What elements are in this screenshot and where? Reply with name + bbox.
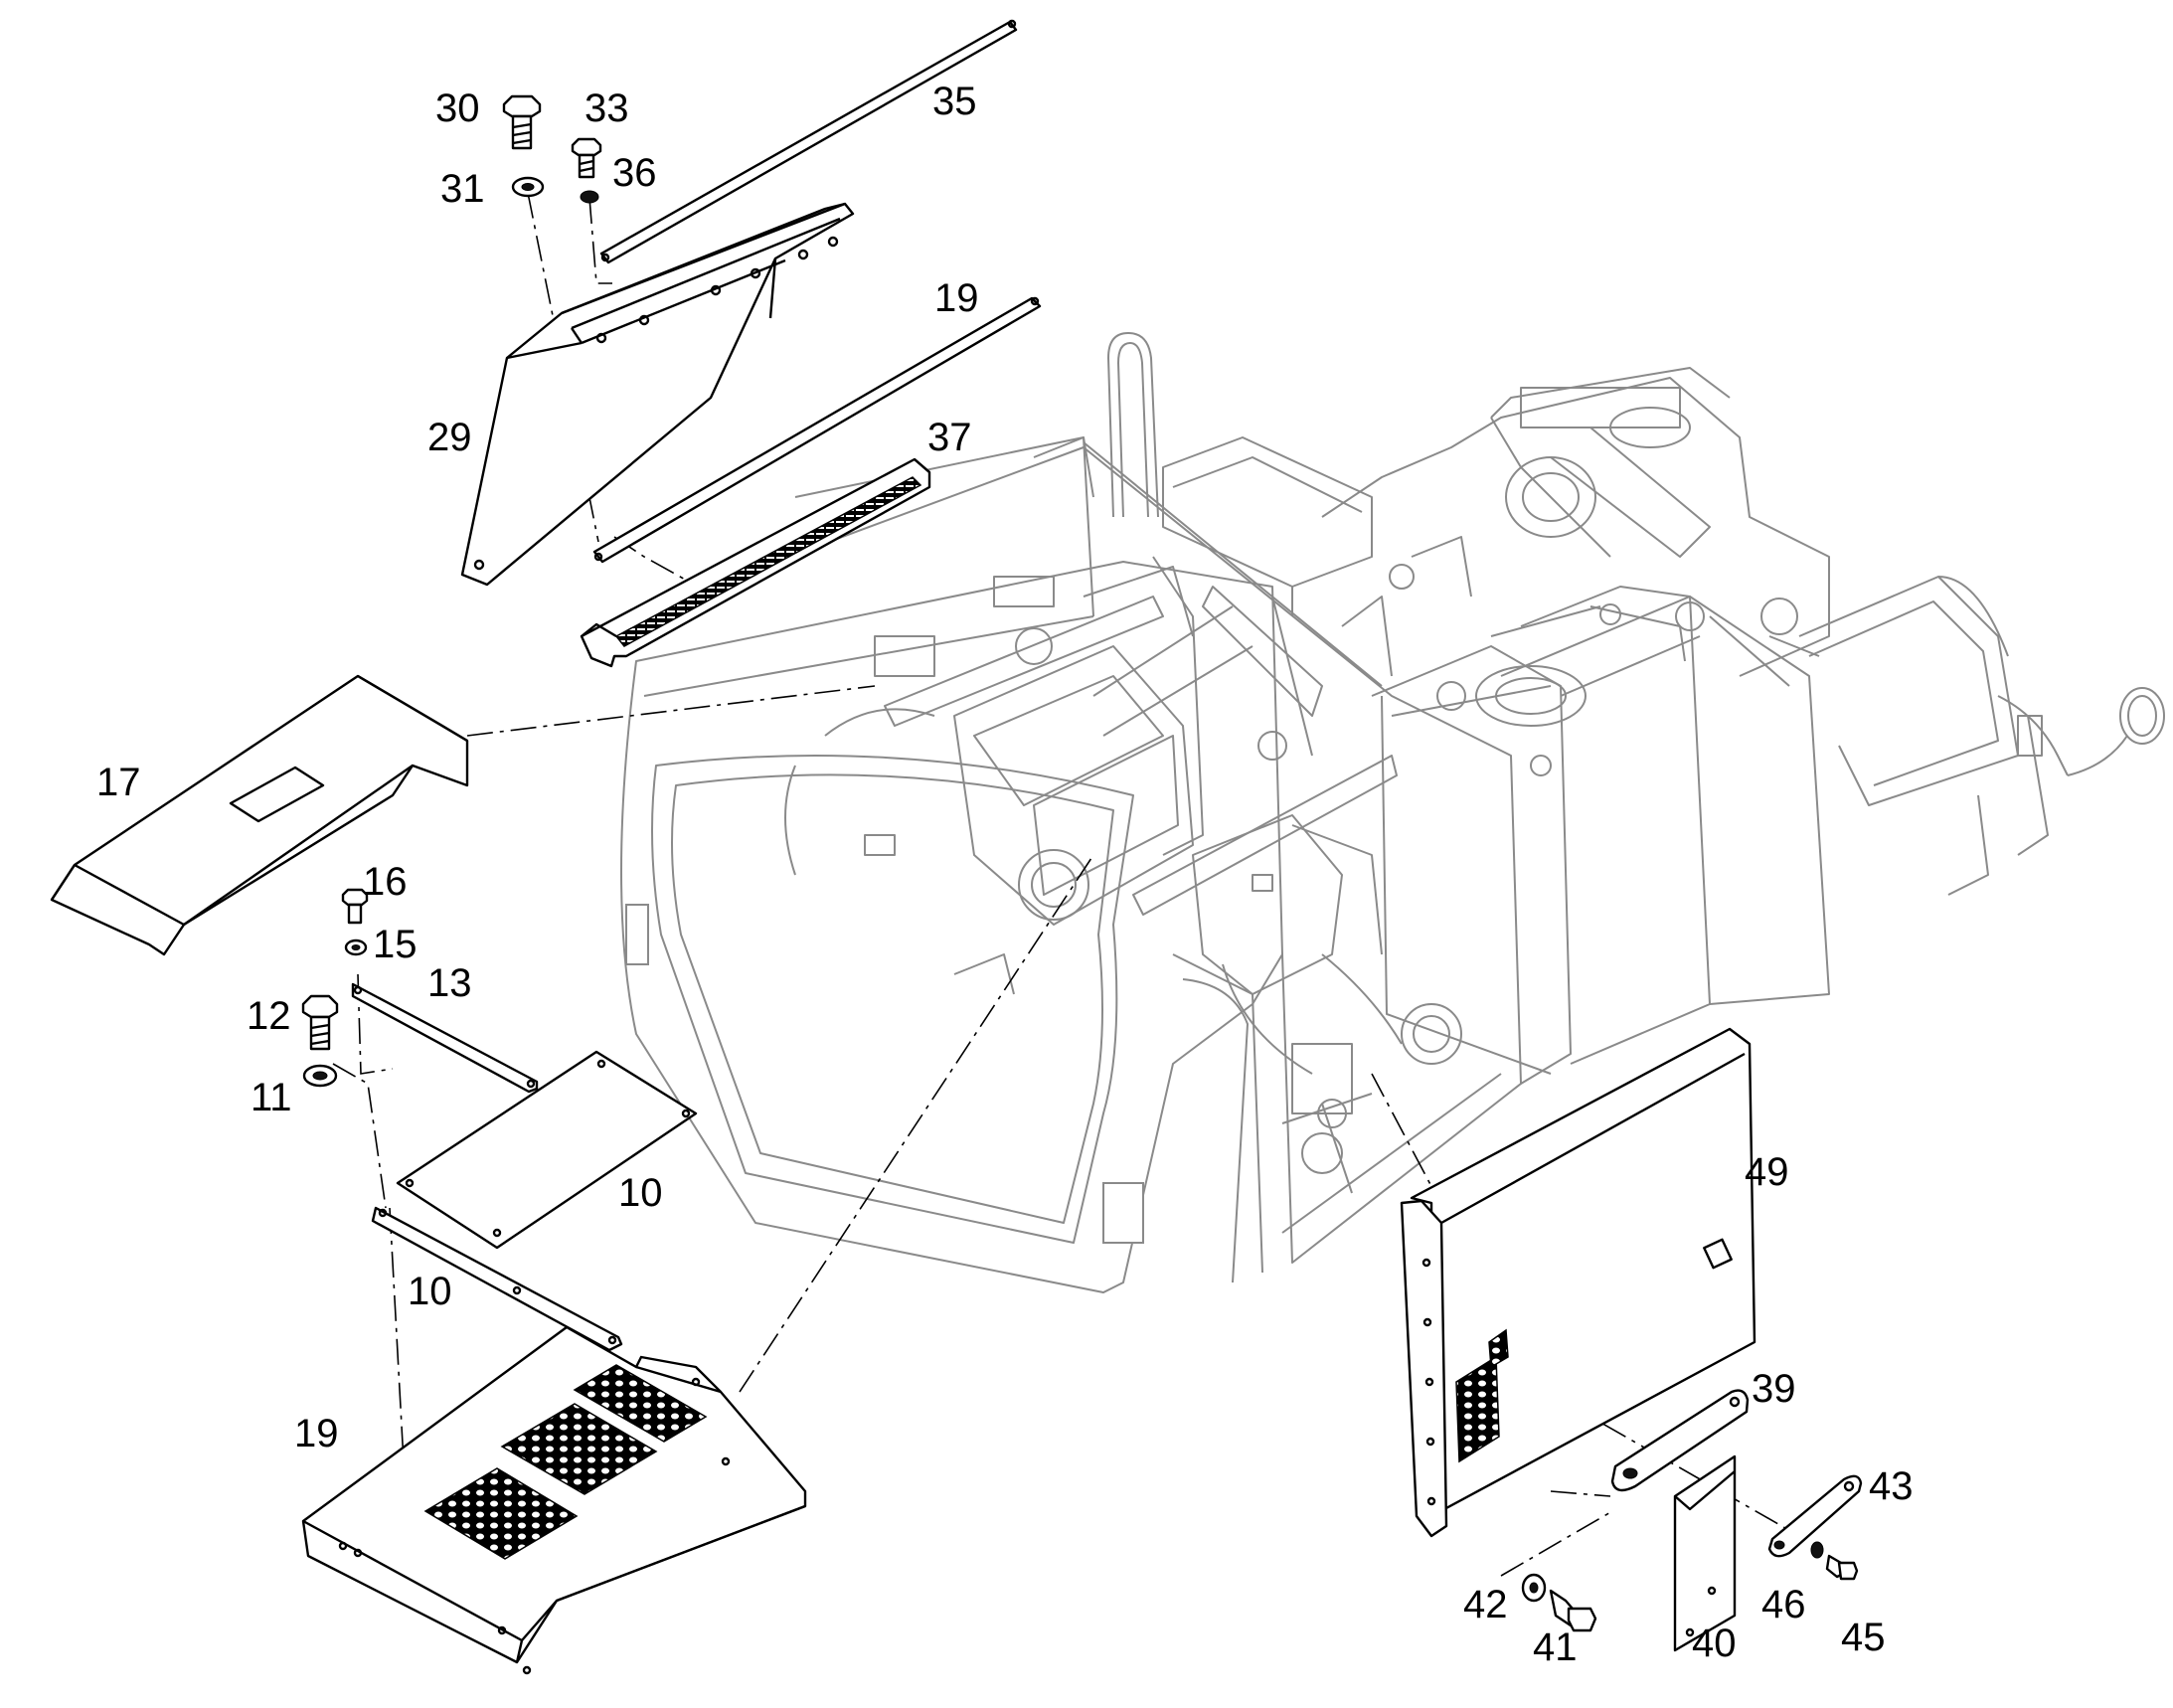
part-12-bolt	[301, 994, 339, 1051]
part-30-strip	[592, 296, 1042, 564]
callout-37: 36	[612, 151, 657, 195]
callout-19: 19	[294, 1412, 339, 1455]
part-19-perforated-cover	[301, 1325, 807, 1675]
callout-39: 37	[927, 416, 972, 459]
part-47-washer	[1810, 1541, 1824, 1559]
part-11-plate	[396, 1050, 698, 1250]
callout-41: 40	[1692, 1622, 1737, 1665]
callout-36: 33	[585, 86, 629, 130]
callout-35: 35	[932, 80, 977, 123]
callout-30: 19	[934, 276, 979, 320]
part-43-washer	[1521, 1573, 1547, 1603]
part-36-bolt	[571, 137, 602, 179]
part-33-washer	[511, 176, 545, 198]
callout-13: 11	[251, 1076, 292, 1119]
callout-31: 29	[427, 416, 472, 459]
callout-17: 15	[373, 923, 418, 966]
part-35-strip	[599, 19, 1018, 264]
part-40-hinge-bar	[1610, 1389, 1750, 1492]
callout-43: 42	[1463, 1583, 1508, 1626]
part-17-washer	[344, 939, 368, 956]
callout-12: 12	[247, 994, 291, 1038]
callout-49: 49	[1745, 1150, 1789, 1194]
part-45-hinge-link	[1767, 1474, 1863, 1558]
callout-29: 17	[96, 761, 141, 804]
machine-upper-structure	[620, 332, 2165, 1293]
callout-33: 31	[440, 167, 485, 211]
callout-15: 13	[427, 961, 472, 1005]
callout-10: 10	[408, 1270, 452, 1313]
part-46-bolt	[1825, 1554, 1859, 1581]
callout-32: 30	[435, 86, 480, 130]
callout-16: 16	[363, 860, 408, 904]
callout-11: 10	[618, 1171, 663, 1215]
callout-47: 46	[1761, 1583, 1806, 1626]
part-16-bolt	[341, 888, 369, 925]
part-10-strip	[371, 1206, 623, 1352]
part-37-washer	[580, 190, 599, 204]
part-49-side-door	[1400, 1027, 1756, 1538]
part-31-deflector	[460, 202, 855, 587]
callout-46: 45	[1841, 1616, 1886, 1659]
part-15-strip	[351, 982, 539, 1094]
callout-40: 39	[1752, 1367, 1796, 1411]
callout-labels: 30 33 35 31 36 19 29 37 17 16 15 13 12 1…	[96, 80, 1914, 1669]
part-13-washer	[302, 1064, 338, 1088]
part-29-cover	[50, 674, 469, 956]
part-42-bolt	[1549, 1589, 1597, 1632]
callout-45: 43	[1869, 1464, 1914, 1508]
part-32-bolt	[502, 94, 542, 150]
callout-42: 41	[1533, 1625, 1578, 1669]
part-41-hinge-plate	[1673, 1454, 1737, 1652]
part-39-grille	[580, 457, 931, 668]
